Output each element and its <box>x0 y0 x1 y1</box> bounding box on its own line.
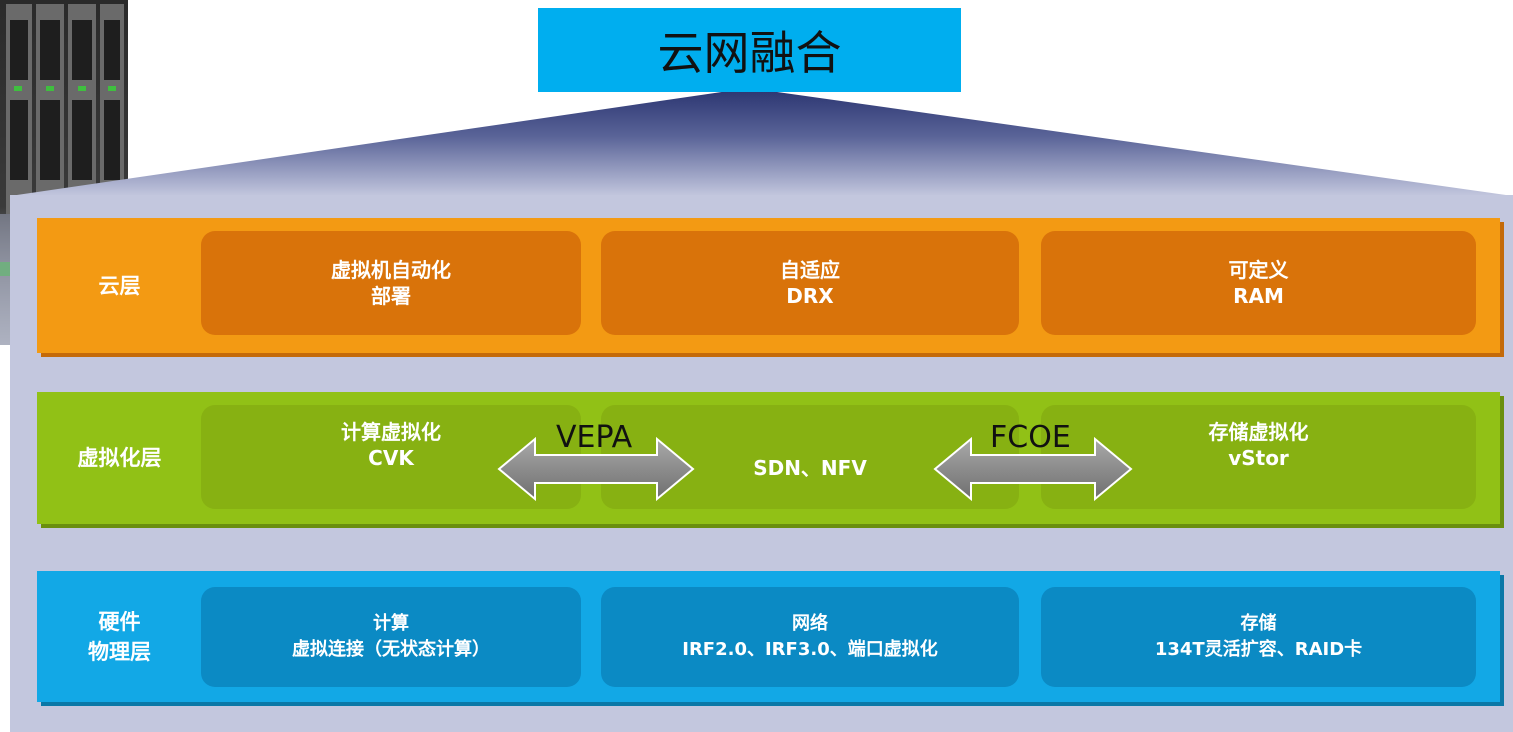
box-line: CVK <box>368 446 414 470</box>
box-line: IRF2.0、IRF3.0、端口虚拟化 <box>682 639 938 660</box>
hardware-layer: 硬件 物理层 计算 虚拟连接（无状态计算） 网络 IRF2.0、IRF3.0、端… <box>37 571 1500 702</box>
roof-shape <box>10 88 1513 196</box>
adaptive-drx-box: 自适应 DRX <box>601 231 1019 335</box>
vepa-label: VEPA <box>556 420 633 455</box>
box-line: RAM <box>1233 284 1284 308</box>
vepa-double-arrow-icon <box>497 437 695 502</box>
box-line: 134T灵活扩容、RAID卡 <box>1154 639 1363 660</box>
cloud-layer: 云层 虚拟机自动化 部署 自适应 DRX 可定义 RAM <box>37 218 1500 353</box>
diagram-title: 云网融合 <box>538 8 961 92</box>
definable-ram-box: 可定义 RAM <box>1041 231 1476 335</box>
compute-hardware-box: 计算 虚拟连接（无状态计算） <box>201 587 581 687</box>
virtualization-layer: 虚拟化层 计算虚拟化 CVK SDN、NFV 存储虚拟化 vStor <box>37 392 1500 524</box>
fcoe-double-arrow-icon <box>933 437 1133 502</box>
box-line: 网络 <box>792 613 828 634</box>
hardware-layer-label: 硬件 物理层 <box>88 609 151 664</box>
network-hardware-box: 网络 IRF2.0、IRF3.0、端口虚拟化 <box>601 587 1019 687</box>
box-line: 虚拟连接（无状态计算） <box>292 639 490 660</box>
box-line: 计算 <box>373 613 409 634</box>
vm-auto-deploy-box: 虚拟机自动化 部署 <box>201 231 581 335</box>
box-line: 计算虚拟化 <box>341 420 441 444</box>
cloud-layer-label: 云层 <box>98 273 141 298</box>
box-line: SDN、NFV <box>753 456 867 480</box>
box-line: 自适应 <box>780 258 840 282</box>
box-line: 可定义 <box>1228 258 1289 282</box>
box-line: 存储 <box>1240 613 1277 634</box>
box-line: 虚拟机自动化 <box>331 258 451 282</box>
box-line: vStor <box>1228 446 1289 470</box>
box-line: 部署 <box>371 284 411 308</box>
storage-hardware-box: 存储 134T灵活扩容、RAID卡 <box>1041 587 1476 687</box>
box-line: DRX <box>786 284 834 308</box>
fcoe-label: FCOE <box>990 420 1071 455</box>
box-line: 存储虚拟化 <box>1208 420 1309 444</box>
virtualization-layer-label: 虚拟化层 <box>77 446 162 470</box>
